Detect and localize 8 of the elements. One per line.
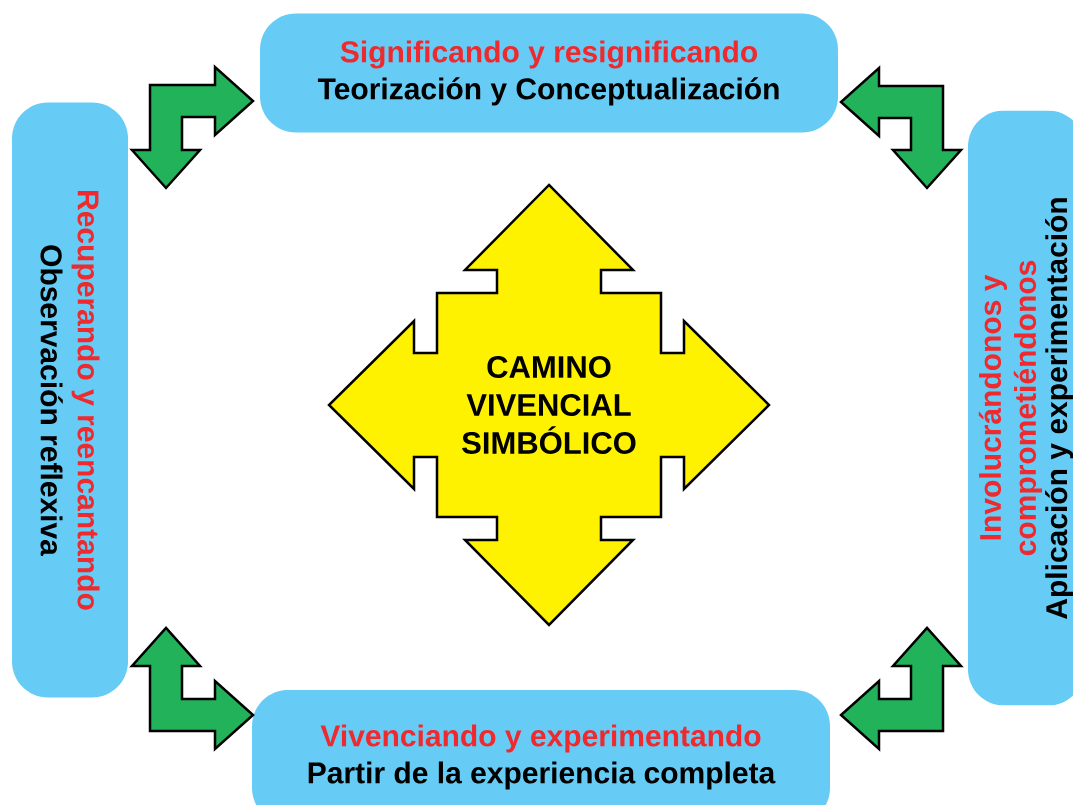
- bent-arrow: [129, 626, 255, 752]
- bent-arrow: [839, 626, 964, 752]
- rounded-box: Involucrándonos y comprometiéndonos Aplicación y experimentación: [968, 110, 1073, 706]
- rounded-box: Significando y resignificando Teorización y Conceptualización: [260, 13, 838, 133]
- bent-arrow: [129, 64, 255, 190]
- rounded-box: Vivenciando y experimentando Partir de la experiencia completa: [252, 690, 830, 805]
- rounded-box: Recuperando y reencantando Observación reflexiva: [12, 102, 128, 698]
- bent-arrow: [839, 65, 964, 190]
